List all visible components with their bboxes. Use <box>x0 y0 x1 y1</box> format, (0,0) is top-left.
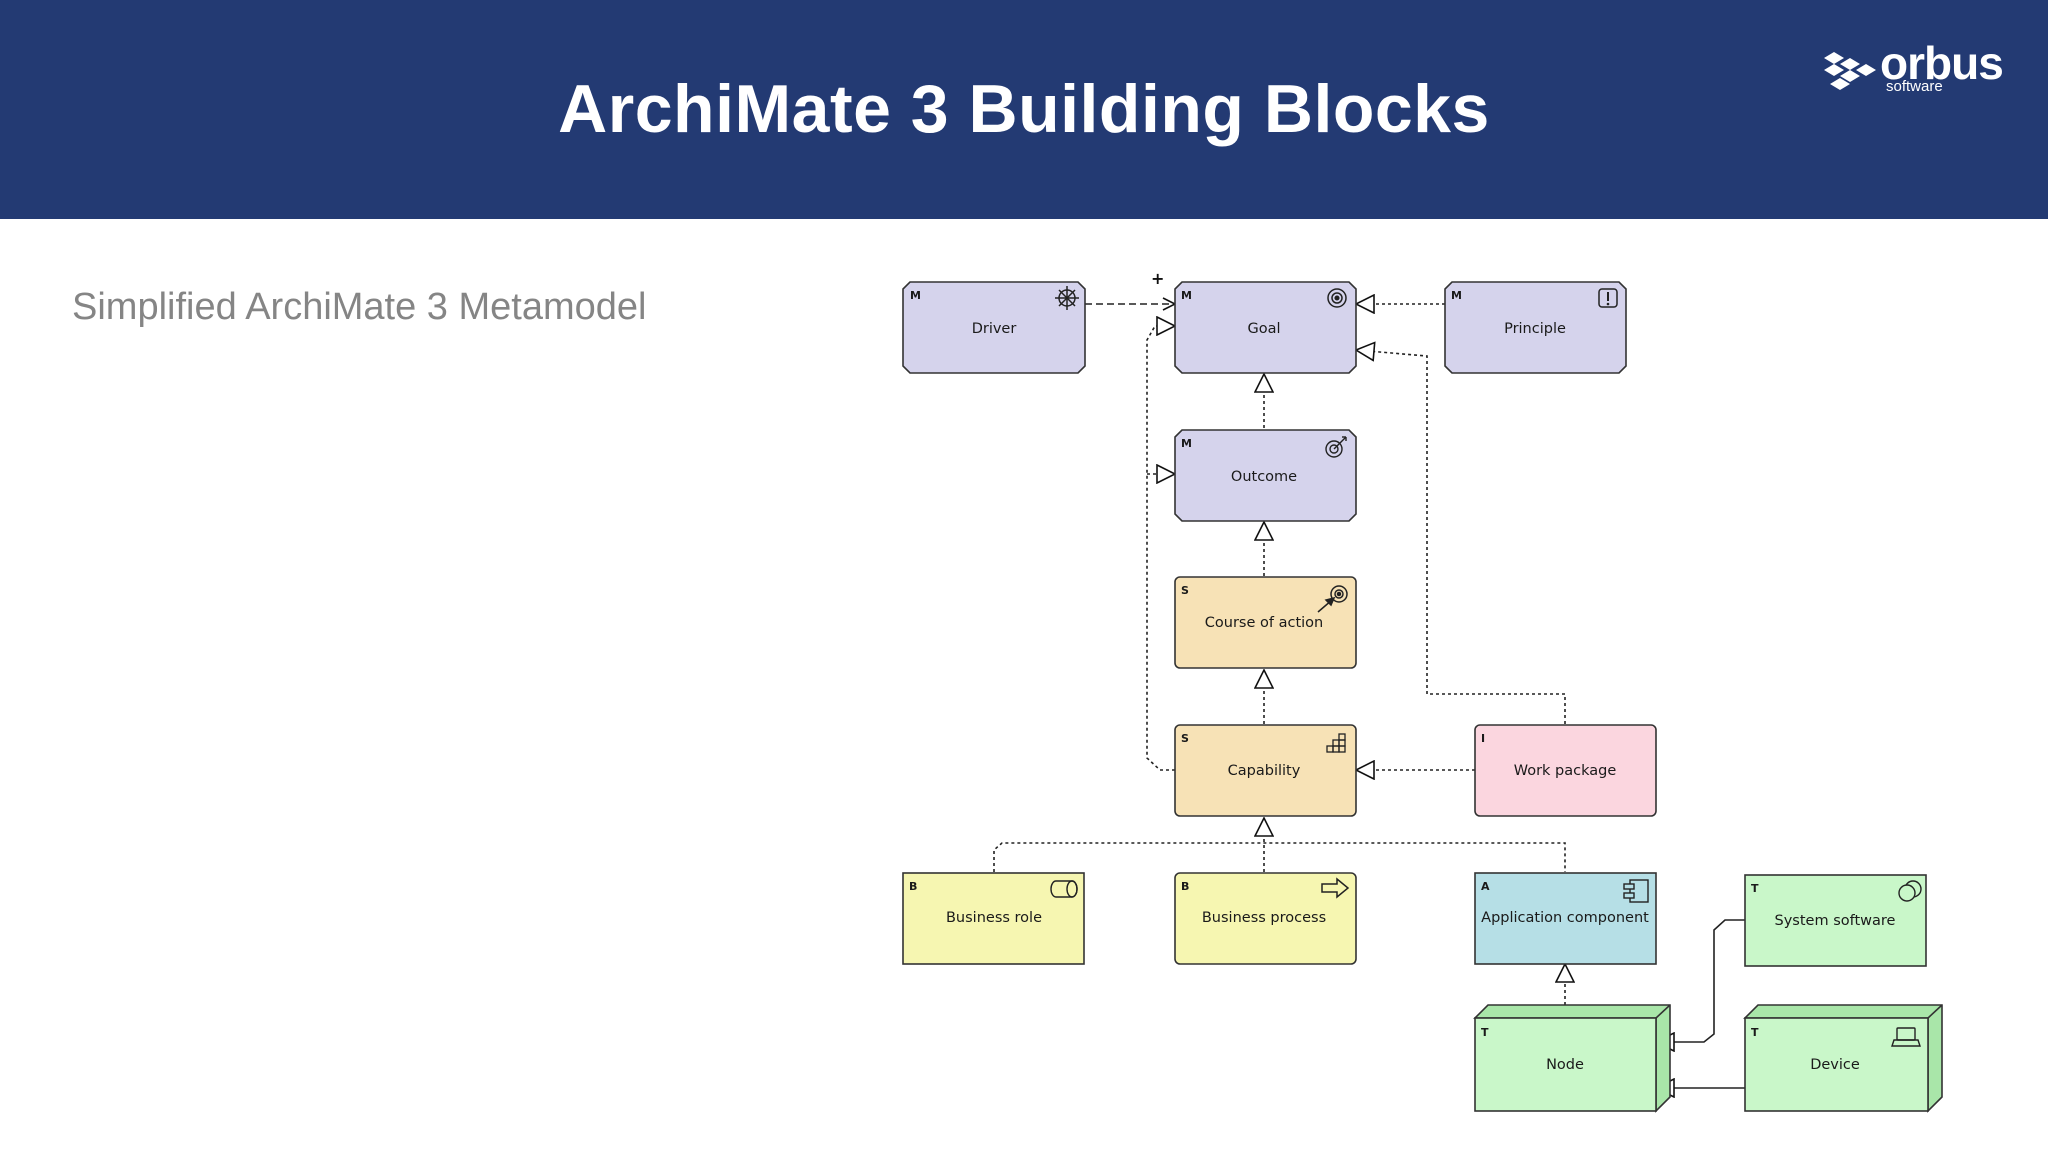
capability-icon <box>1326 733 1346 753</box>
element-label: Business role <box>946 910 1042 926</box>
course-of-action-icon <box>1317 585 1348 613</box>
element-work-package[interactable]: I Work package <box>1474 724 1657 817</box>
connector-workpackage-goal <box>1356 350 1566 724</box>
element-outcome[interactable]: M Outcome <box>1174 429 1357 522</box>
element-driver[interactable]: M Driver <box>902 281 1086 374</box>
outcome-icon <box>1325 436 1347 458</box>
element-business-process[interactable]: B Business process <box>1174 872 1357 965</box>
element-device[interactable]: T Device <box>1743 1004 1943 1113</box>
business-process-icon <box>1321 877 1350 899</box>
element-type-letter: B <box>909 880 917 893</box>
application-component-icon <box>1623 879 1649 903</box>
element-type-letter: M <box>1181 289 1192 302</box>
element-type-letter: B <box>1181 880 1189 893</box>
element-label: Business process <box>1202 910 1326 926</box>
element-system-software[interactable]: T System software <box>1744 874 1927 967</box>
element-label: Node <box>1546 1057 1584 1073</box>
element-label: Goal <box>1247 321 1280 337</box>
business-role-icon <box>1050 880 1078 898</box>
element-goal[interactable]: M Goal <box>1174 281 1357 374</box>
orbus-logo-mark-icon <box>1824 52 1876 90</box>
element-node[interactable]: T Node <box>1473 1004 1671 1113</box>
element-label: Course of action <box>1205 615 1323 631</box>
orbus-logo: orbus software <box>1820 37 2010 100</box>
element-label: Work package <box>1514 763 1617 779</box>
connectors <box>993 304 1745 1088</box>
header-banner: ArchiMate 3 Building Blocks orbus softwa… <box>0 0 2048 219</box>
element-application-component[interactable]: A Application component <box>1474 872 1657 965</box>
element-type-letter: T <box>1751 1026 1759 1039</box>
element-label: Driver <box>972 321 1017 337</box>
system-software-icon <box>1898 880 1922 902</box>
page-title: ArchiMate 3 Building Blocks <box>558 71 1490 147</box>
connector-systemsoftware-node <box>1656 919 1745 1042</box>
element-type-letter: M <box>1451 289 1462 302</box>
element-label: Device <box>1810 1057 1860 1073</box>
connector-bottom-bus <box>993 842 1566 872</box>
element-capability[interactable]: S Capability <box>1174 724 1357 817</box>
element-business-role[interactable]: B Business role <box>902 872 1085 965</box>
element-label: System software <box>1775 913 1896 929</box>
element-type-letter: M <box>910 289 921 302</box>
element-type-letter: I <box>1481 732 1485 745</box>
logo-sub: software <box>1886 78 1943 95</box>
device-icon <box>1891 1027 1921 1047</box>
element-type-letter: S <box>1181 584 1189 597</box>
element-principle[interactable]: M Principle <box>1444 281 1627 374</box>
principle-icon <box>1598 288 1618 308</box>
element-course-of-action[interactable]: S Course of action <box>1174 576 1357 669</box>
driver-icon <box>1055 286 1079 310</box>
element-type-letter: T <box>1751 882 1759 895</box>
element-type-letter: M <box>1181 437 1192 450</box>
logo-word: orbus <box>1880 37 2004 89</box>
element-type-letter: A <box>1481 880 1490 893</box>
element-label: Capability <box>1228 763 1301 779</box>
element-type-letter: T <box>1481 1026 1489 1039</box>
slide-subtitle: Simplified ArchiMate 3 Metamodel <box>72 286 647 328</box>
element-type-letter: S <box>1181 732 1189 745</box>
goal-icon <box>1327 288 1347 308</box>
influence-plus-marker: + <box>1151 269 1164 288</box>
element-label: Principle <box>1504 321 1566 337</box>
element-label: Outcome <box>1231 469 1297 485</box>
element-label: Application component <box>1481 910 1649 926</box>
connector-capability-goal <box>1146 326 1175 771</box>
